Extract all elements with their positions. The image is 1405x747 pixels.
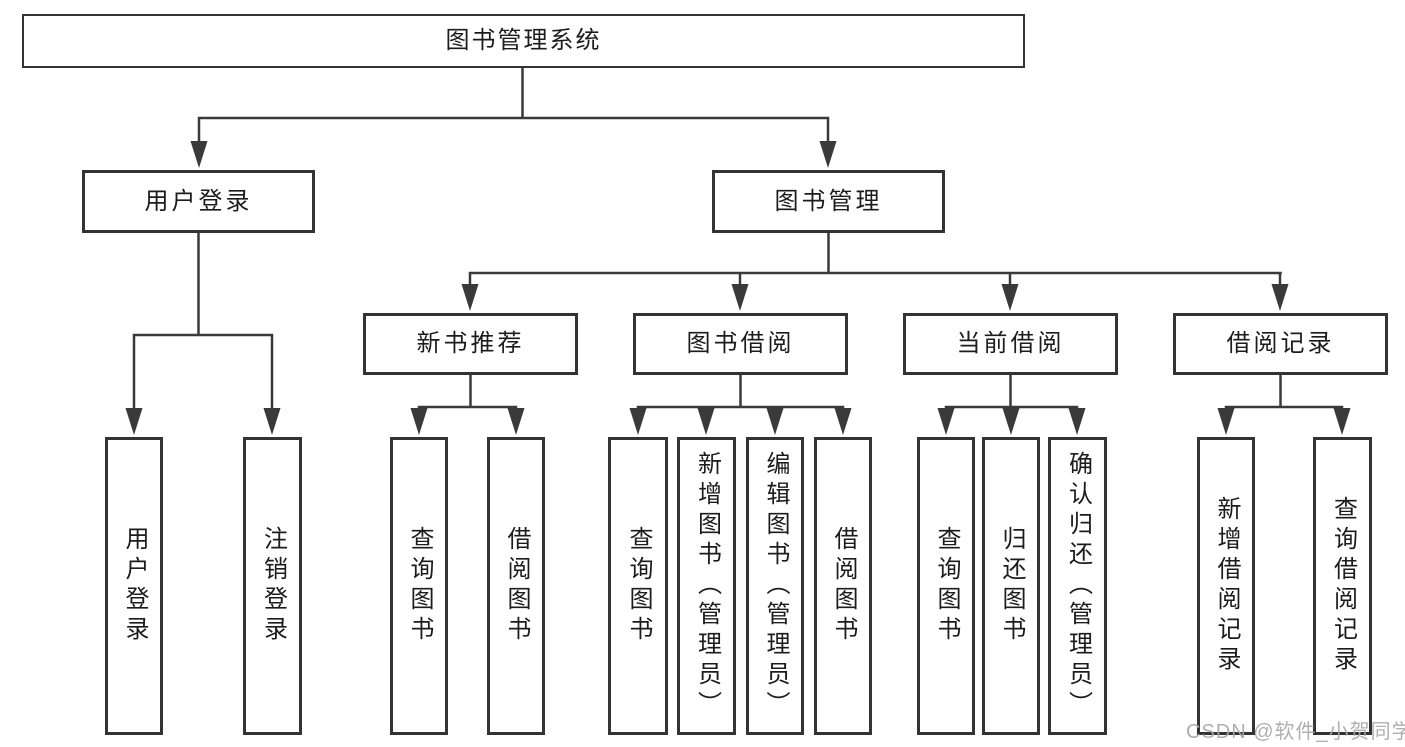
node-book-borrowing: 图书借阅 xyxy=(633,313,848,375)
node-user-login: 用户登录 xyxy=(82,170,315,233)
arrowhead xyxy=(1333,408,1351,435)
node-borrowing-records: 借阅记录 xyxy=(1173,313,1388,375)
node-current-borrowing: 当前借阅 xyxy=(903,313,1118,375)
arrowhead xyxy=(629,408,647,435)
arrowhead xyxy=(1002,408,1020,435)
arrowhead xyxy=(834,408,852,435)
arrowhead xyxy=(1068,408,1086,435)
node-book-management: 图书管理 xyxy=(712,170,945,233)
node-library-management-system: 图书管理系统 xyxy=(22,14,1025,68)
arrowhead xyxy=(1217,408,1235,435)
leaf-borrow-books-1: 借阅图书 xyxy=(487,437,545,735)
leaf-return-books: 归还图书 xyxy=(982,437,1040,735)
arrowhead xyxy=(461,284,479,311)
arrowhead xyxy=(125,408,143,435)
arrowhead xyxy=(410,408,428,435)
arrowhead xyxy=(819,141,837,168)
arrowhead xyxy=(1271,284,1289,311)
arrowhead xyxy=(766,408,784,435)
leaf-borrow-books-2: 借阅图书 xyxy=(814,437,872,735)
leaf-logout: 注销登录 xyxy=(243,437,302,735)
csdn-watermark: CSDN @软件_小贺同学 xyxy=(1186,721,1405,743)
leaf-query-books-3: 查询图书 xyxy=(917,437,975,735)
arrowhead xyxy=(507,408,525,435)
node-new-book-recommend: 新书推荐 xyxy=(363,313,578,375)
leaf-confirm-return-admin: 确认归还（管理员） xyxy=(1048,437,1107,735)
arrowhead xyxy=(937,408,955,435)
leaf-user-login: 用户登录 xyxy=(105,437,163,735)
leaf-add-borrow-record: 新增借阅记录 xyxy=(1197,437,1255,735)
arrowhead xyxy=(731,284,749,311)
leaf-query-books-2: 查询图书 xyxy=(608,437,668,735)
arrowhead xyxy=(190,141,208,168)
leaf-add-book-admin: 新增图书（管理员） xyxy=(677,437,736,735)
arrowhead xyxy=(263,408,281,435)
arrowhead xyxy=(697,408,715,435)
arrowhead xyxy=(1001,284,1019,311)
leaf-query-borrow-record: 查询借阅记录 xyxy=(1313,437,1372,735)
leaf-edit-book-admin: 编辑图书（管理员） xyxy=(746,437,804,735)
leaf-query-books-1: 查询图书 xyxy=(390,437,448,735)
